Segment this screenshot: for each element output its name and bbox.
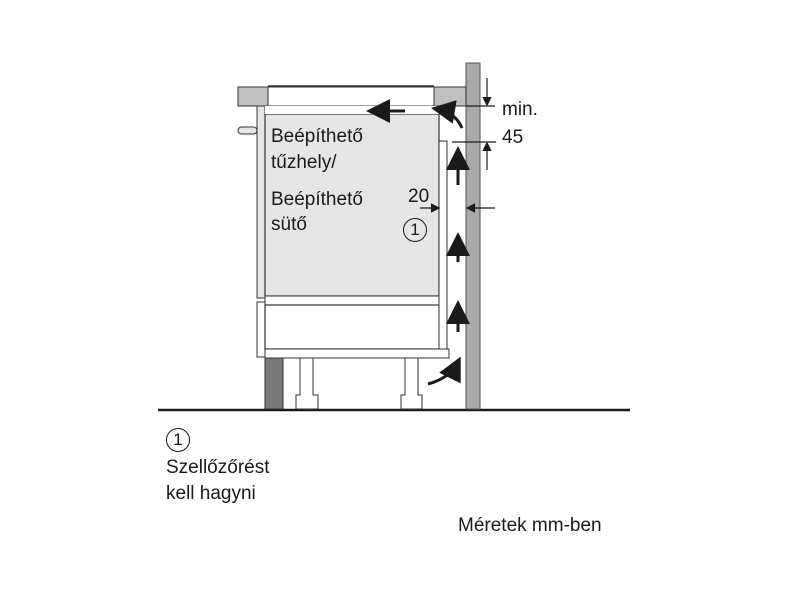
plinth <box>264 357 284 410</box>
drawer <box>264 304 442 350</box>
appliance-body <box>264 113 440 297</box>
leg-left <box>295 357 319 410</box>
legend-marker: 1 <box>166 428 190 452</box>
worktop-left <box>237 86 269 107</box>
airflow-arrow-top-curve <box>431 100 464 129</box>
gap-dimension-label: 20 <box>408 186 430 207</box>
units-note: Méretek mm-ben <box>458 515 602 536</box>
appliance-label-2: tűzhely/ <box>271 152 337 173</box>
min-value: 45 <box>502 127 524 148</box>
legend-line-2: kell hagyni <box>166 483 256 504</box>
wall <box>465 62 481 410</box>
leg-right <box>400 357 423 410</box>
min-label: min. <box>502 99 538 120</box>
airflow-arrow-bottom-curve <box>427 356 461 386</box>
appliance-label-4: sütő <box>271 214 307 235</box>
legend-line-1: Szellőzőrést <box>166 457 270 478</box>
rear-panel <box>438 140 448 350</box>
knob <box>237 126 258 135</box>
appliance-label-1: Beépíthető <box>271 126 363 147</box>
worktop-right <box>433 86 467 107</box>
appliance-label-3: Beépíthető <box>271 189 363 210</box>
cabinet-side <box>256 105 266 299</box>
ventilation-marker: 1 <box>403 218 427 242</box>
hob-glass <box>267 86 435 107</box>
